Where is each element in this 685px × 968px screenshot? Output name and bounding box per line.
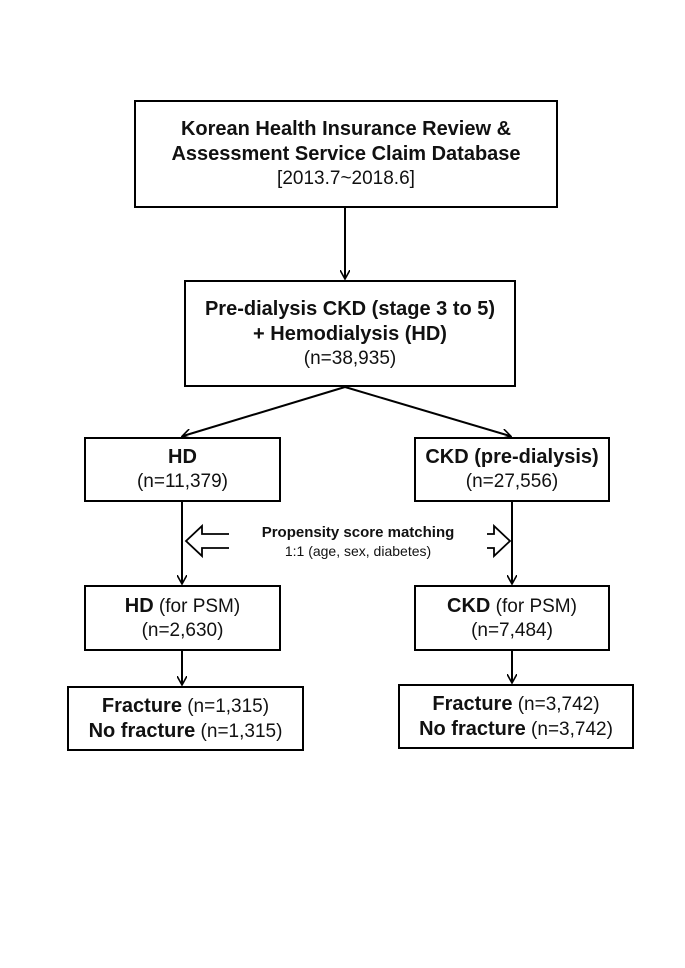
- cohort-count: (n=38,935): [303, 347, 397, 369]
- arrow-cohort-to-hd: [183, 386, 346, 436]
- ckd-nofracture-label: No fracture: [419, 717, 526, 740]
- hd-fracture-line: Fracture (n=1,315): [102, 694, 269, 719]
- hd-title: HD: [168, 446, 197, 469]
- ckd-psm-title: CKD (for PSM): [447, 594, 577, 619]
- psm-label: Propensity score matching 1:1 (age, sex,…: [229, 518, 487, 566]
- ckd-fracture-line: Fracture (n=3,742): [432, 692, 599, 717]
- hd-psm-title: HD (for PSM): [125, 594, 240, 619]
- ckd-fracture-label: Fracture: [432, 692, 513, 715]
- hd-count: (n=11,379): [136, 471, 229, 493]
- source-database-box: Korean Health Insurance Review & Assessm…: [134, 100, 558, 208]
- source-line-1: Korean Health Insurance Review &: [180, 118, 512, 141]
- ckd-psm-count: (n=7,484): [471, 619, 553, 641]
- ckd-nofracture-line: No fracture (n=3,742): [419, 717, 613, 742]
- ckd-psm-box: CKD (for PSM) (n=7,484): [414, 585, 610, 651]
- ckd-fracture-count: (n=3,742): [512, 693, 600, 715]
- hd-psm-count: (n=2,630): [141, 619, 224, 641]
- hd-nofracture-count: (n=1,315): [195, 720, 283, 742]
- hd-fracture-count: (n=1,315): [181, 695, 270, 717]
- cohort-line-2: + Hemodialysis (HD): [253, 322, 447, 345]
- arrow-cohort-to-ckd: [344, 386, 510, 436]
- hd-fracture-label: Fracture: [101, 694, 182, 717]
- ckd-nofracture-count: (n=3,742): [525, 718, 613, 740]
- hd-nofracture-line: No fracture (n=1,315): [89, 719, 283, 744]
- hd-outcome-box: Fracture (n=1,315) No fracture (n=1,315): [67, 686, 304, 751]
- ckd-count: (n=27,556): [465, 471, 559, 493]
- ckd-outcome-box: Fracture (n=3,742) No fracture (n=3,742): [398, 684, 634, 749]
- cohort-box: Pre-dialysis CKD (stage 3 to 5) + Hemodi…: [184, 280, 516, 387]
- hd-psm-bold: HD: [124, 594, 154, 617]
- psm-detail: 1:1 (age, sex, diabetes): [284, 542, 432, 559]
- hd-box: HD (n=11,379): [84, 437, 281, 502]
- ckd-psm-bold: CKD: [447, 594, 491, 617]
- source-line-2: Assessment Service Claim Database: [171, 143, 521, 166]
- source-period: [2013.7~2018.6]: [277, 168, 415, 190]
- ckd-psm-rest: (for PSM): [490, 595, 577, 617]
- ckd-title: CKD (pre-dialysis): [425, 446, 599, 469]
- cohort-line-1: Pre-dialysis CKD (stage 3 to 5): [204, 297, 496, 320]
- hd-psm-box: HD (for PSM) (n=2,630): [84, 585, 281, 651]
- ckd-box: CKD (pre-dialysis) (n=27,556): [414, 437, 610, 502]
- hd-nofracture-label: No fracture: [88, 719, 196, 742]
- hd-psm-rest: (for PSM): [153, 595, 241, 617]
- psm-title: Propensity score matching: [261, 523, 455, 541]
